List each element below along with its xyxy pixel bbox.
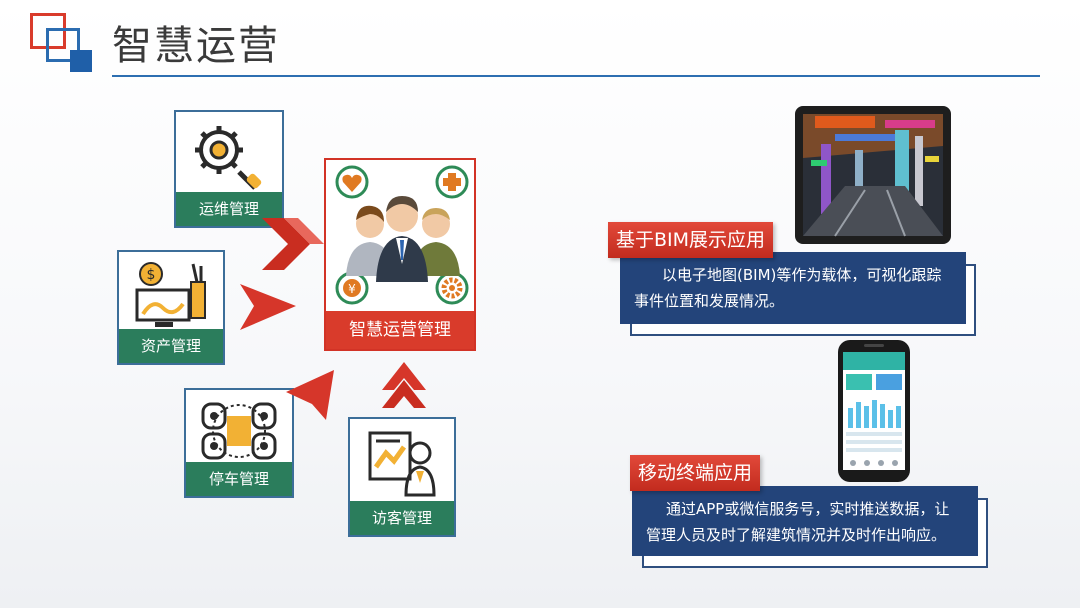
module-parking[interactable]: 停车管理 <box>184 388 294 498</box>
gear-icon <box>435 271 469 305</box>
module-visitor-label: 访客管理 <box>350 501 454 535</box>
page-title: 智慧运营 <box>112 23 280 69</box>
mobile-feature-tag: 移动终端应用 <box>630 455 761 491</box>
people-group-illustration: ¥ <box>335 165 469 305</box>
svg-text:$: $ <box>147 267 156 283</box>
arrow-asset-to-center <box>240 284 296 330</box>
finance-desk-icon: $ <box>135 262 206 327</box>
mobile-feature-line2: 管理人员及时了解建筑情况并及时作出响应。 <box>646 526 947 544</box>
module-visitor[interactable]: 访客管理 <box>348 417 456 537</box>
logo-blue-square-outline <box>46 28 80 62</box>
bim-feature-line2: 事件位置和发展情况。 <box>634 292 785 310</box>
visitor-presentation-icon <box>368 431 436 497</box>
module-asset-label: 资产管理 <box>119 329 223 363</box>
svg-text:¥: ¥ <box>348 282 356 296</box>
arrow-ops-to-center <box>262 218 324 270</box>
phone-app-illustration <box>838 340 910 482</box>
center-label: 智慧运营管理 <box>326 311 474 349</box>
module-ops[interactable]: 运维管理 <box>174 110 284 228</box>
title-divider <box>112 75 1040 77</box>
bim-feature-box: 以电子地图(BIM)等作为载体，可视化跟踪 事件位置和发展情况。 <box>620 252 966 324</box>
tablet-bim-illustration <box>795 106 951 244</box>
logo-blue-square-filled <box>70 50 92 72</box>
bim-feature-line1: 以电子地图(BIM)等作为载体，可视化跟踪 <box>662 266 942 284</box>
gear-wrench-icon <box>195 126 262 190</box>
bim-feature-tag: 基于BIM展示应用 <box>608 222 774 258</box>
center-hub[interactable]: ¥ 智慧运营管理 <box>324 158 476 351</box>
heart-icon <box>335 165 369 199</box>
arrow-parking-to-center <box>286 370 334 420</box>
mobile-feature-box: 通过APP或微信服务号，实时推送数据，让 管理人员及时了解建筑情况并及时作出响应… <box>632 486 978 556</box>
parking-cars-icon <box>201 402 277 460</box>
module-parking-label: 停车管理 <box>186 462 292 496</box>
module-asset[interactable]: $ 资产管理 <box>117 250 225 365</box>
yen-icon: ¥ <box>335 271 369 305</box>
arrow-visitor-to-center <box>382 362 426 408</box>
plus-icon <box>435 165 469 199</box>
mobile-feature-line1: 通过APP或微信服务号，实时推送数据，让 <box>666 500 950 518</box>
